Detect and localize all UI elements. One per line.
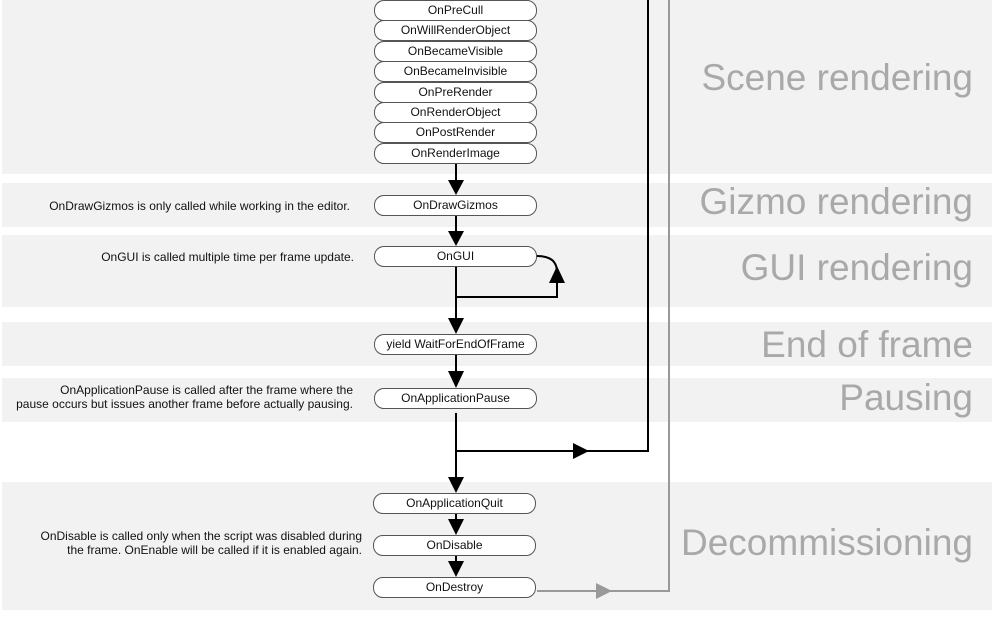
node-yield-wait-for-end-of-frame: yield WaitForEndOfFrame (374, 334, 537, 355)
stage-title-gizmo-rendering: Gizmo rendering (699, 181, 973, 222)
stage-title-end-of-frame: End of frame (761, 324, 973, 365)
arrowhead (448, 231, 464, 246)
node-on-gui: OnGUI (374, 246, 537, 267)
arrowhead (448, 318, 464, 334)
note-gui: OnGUI is called multiple time per frame … (101, 250, 354, 264)
node-on-draw-gizmos: OnDrawGizmos (374, 195, 537, 216)
stage-title-pausing: Pausing (839, 377, 973, 418)
arrowhead (448, 561, 464, 577)
node-on-post-render: OnPostRender (374, 122, 537, 143)
node-on-will-render-object: OnWillRenderObject (374, 20, 537, 41)
node-on-destroy: OnDestroy (373, 577, 536, 598)
exit-line (537, 0, 670, 592)
gui-loop-arrowhead (549, 266, 565, 283)
arrowhead (448, 371, 464, 388)
note-pause: OnApplicationPause is called after the f… (16, 383, 353, 411)
node-on-disable: OnDisable (373, 535, 536, 556)
node-on-application-pause: OnApplicationPause (374, 388, 537, 409)
arrowhead (448, 477, 464, 493)
node-on-pre-render: OnPreRender (374, 82, 537, 103)
frame-loop-line (455, 0, 649, 452)
arrowhead (448, 519, 464, 535)
note-gizmos: OnDrawGizmos is only called while workin… (49, 199, 350, 213)
node-on-pre-cull: OnPreCull (374, 0, 537, 21)
gui-loop-line (455, 267, 558, 298)
arrowhead (448, 180, 464, 195)
exit-arrowhead (596, 583, 612, 599)
node-on-became-invisible: OnBecameInvisible (374, 61, 537, 82)
note-disable: OnDisable is called only when the script… (40, 529, 362, 557)
stage-title-decommissioning: Decommissioning (681, 522, 973, 563)
node-on-render-image: OnRenderImage (374, 143, 537, 164)
stage-title-gui-rendering: GUI rendering (740, 247, 973, 288)
node-on-became-visible: OnBecameVisible (374, 41, 537, 62)
stage-title-scene-rendering: Scene rendering (701, 57, 973, 98)
node-on-render-object: OnRenderObject (374, 102, 537, 123)
node-on-application-quit: OnApplicationQuit (373, 493, 536, 514)
frame-loop-arrowhead (573, 443, 589, 459)
